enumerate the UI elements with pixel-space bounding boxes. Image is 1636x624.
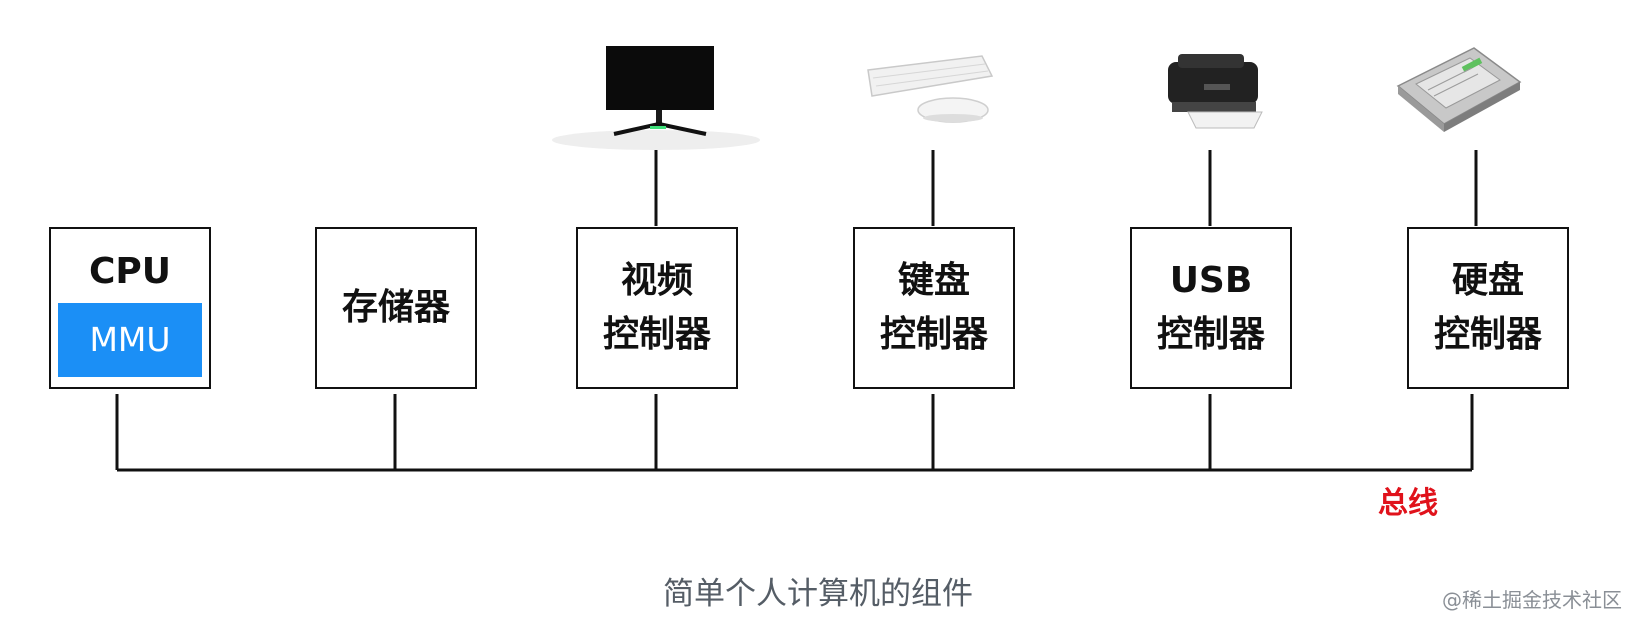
mmu-box: MMU <box>58 303 202 377</box>
memory-label: 存储器 <box>341 287 450 328</box>
watermark: @稀土掘金技术社区 <box>1442 588 1622 612</box>
cpu-box: CPU MMU <box>49 227 211 389</box>
keyboard-mouse-icon <box>867 55 994 123</box>
cpu-label: CPU <box>88 251 172 292</box>
keyboard-controller-box: 键盘 控制器 <box>853 227 1015 389</box>
keyboard-controller-line2: 控制器 <box>879 314 988 355</box>
video-controller-line1: 视频 <box>620 260 693 301</box>
bus-lines <box>115 150 1478 472</box>
monitor-icon <box>552 46 760 150</box>
video-controller-box: 视频 控制器 <box>576 227 738 389</box>
keyboard-controller-line1: 键盘 <box>897 260 970 301</box>
video-controller-line2: 控制器 <box>602 314 711 355</box>
disk-controller-box: 硬盘 控制器 <box>1407 227 1569 389</box>
usb-controller-line2: 控制器 <box>1156 314 1265 355</box>
printer-icon <box>1168 54 1263 129</box>
bus-label: 总线 <box>1378 486 1438 521</box>
disk-controller-line2: 控制器 <box>1433 314 1542 355</box>
hard-disk-icon <box>1396 47 1522 132</box>
memory-box: 存储器 <box>315 227 477 389</box>
usb-controller-box: USB 控制器 <box>1130 227 1292 389</box>
usb-controller-line1: USB <box>1169 260 1253 301</box>
figure-caption: 简单个人计算机的组件 <box>663 576 973 612</box>
disk-controller-line1: 硬盘 <box>1451 260 1524 301</box>
